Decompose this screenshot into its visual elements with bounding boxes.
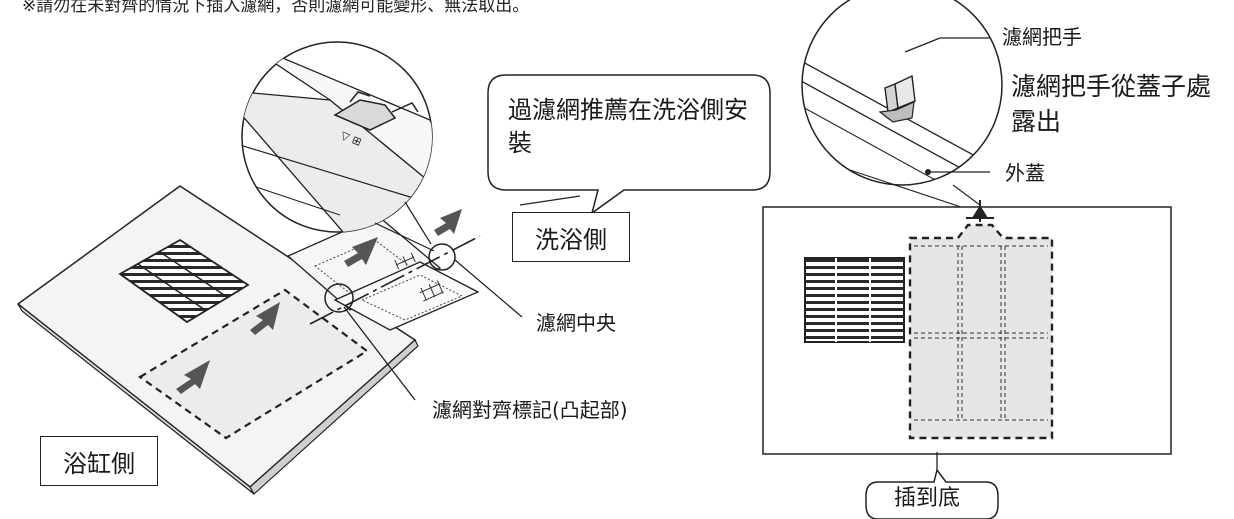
vent-grate — [118, 238, 250, 324]
insert-fully-label: 插到底 — [894, 486, 961, 511]
ceiling-panel-front — [762, 200, 1172, 455]
wash-side-label: 洗浴側 — [512, 212, 630, 262]
handle-label: 濾網把手 — [1002, 25, 1082, 49]
insertion-arrows — [176, 209, 462, 394]
filter-center-label: 濾網中央 — [536, 311, 616, 335]
speech-bubble — [487, 74, 771, 215]
zoom-inset-right — [801, 0, 1003, 186]
handle-note-label: 濾網把手從蓋子處露出 — [1011, 72, 1212, 136]
filter-sheets — [286, 215, 480, 331]
filter-center-line — [309, 235, 481, 325]
bathtub-side-label: 浴缸側 — [40, 436, 158, 486]
zoom-inset-left: ▽ ⊞ — [241, 41, 433, 233]
filter-target-area — [137, 288, 369, 440]
alignment-circle-lower — [324, 283, 354, 313]
alignment-circle-upper — [428, 243, 456, 271]
callout-text: 過濾網推薦在洗浴側安裝 — [508, 96, 748, 158]
top-note: ※請勿在未對齊的情況下插入濾網，否則濾網可能變形、無法取出。 — [22, 0, 530, 16]
alignment-mark-label: 濾網對齊標記(凸起部) — [432, 398, 628, 422]
outer-cover-label: 外蓋 — [1005, 161, 1045, 185]
